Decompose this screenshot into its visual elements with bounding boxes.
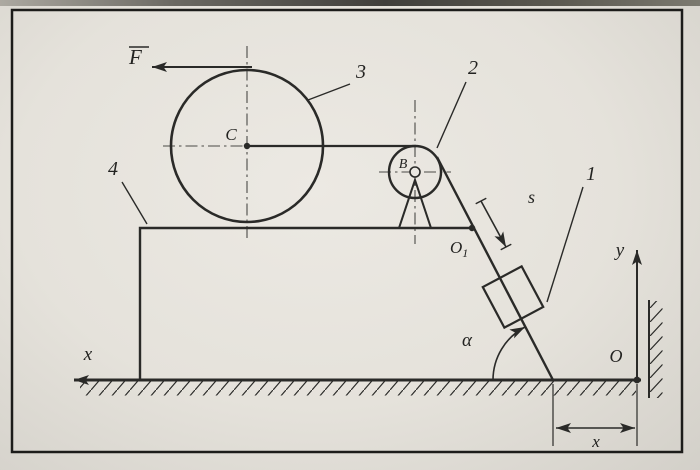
origin-label: O	[610, 346, 623, 366]
pulley-pin	[409, 166, 421, 178]
leader-line-3	[307, 83, 351, 101]
displacement-label: s	[528, 187, 535, 207]
wheel-center-label: C	[225, 125, 237, 144]
slider-1-rect	[481, 264, 545, 330]
alpha-arc	[492, 326, 526, 381]
point-o1-label: O1	[450, 238, 468, 260]
photo-top-edge	[0, 0, 700, 6]
s-dimension-arrow	[480, 200, 507, 248]
label-1: 1	[586, 163, 596, 185]
figure-frame	[10, 8, 684, 454]
label-4: 4	[108, 158, 118, 180]
x-axis-label: x	[83, 344, 93, 365]
label-3: 3	[355, 61, 366, 83]
s-tick-upper	[475, 197, 487, 205]
block-4-outline	[138, 226, 472, 379]
s-tick-lower	[500, 243, 512, 251]
y-axis-label: y	[614, 240, 625, 261]
leader-line-4	[121, 181, 148, 225]
incline-rod	[435, 156, 555, 381]
pulley-2-circle	[387, 144, 443, 200]
force-label: F	[128, 45, 142, 69]
leader-line-1	[546, 186, 584, 303]
label-2: 2	[468, 57, 478, 79]
wall-hatching	[649, 301, 663, 398]
ground-hatching	[80, 381, 636, 396]
pulley-center-label: B	[399, 157, 408, 172]
origin-dot	[633, 376, 641, 384]
leader-line-2	[436, 81, 467, 149]
pulley-bracket	[397, 176, 433, 229]
alpha-label: α	[462, 330, 473, 351]
x-dimension-label: x	[591, 432, 600, 451]
point-o1-dot	[468, 224, 476, 232]
